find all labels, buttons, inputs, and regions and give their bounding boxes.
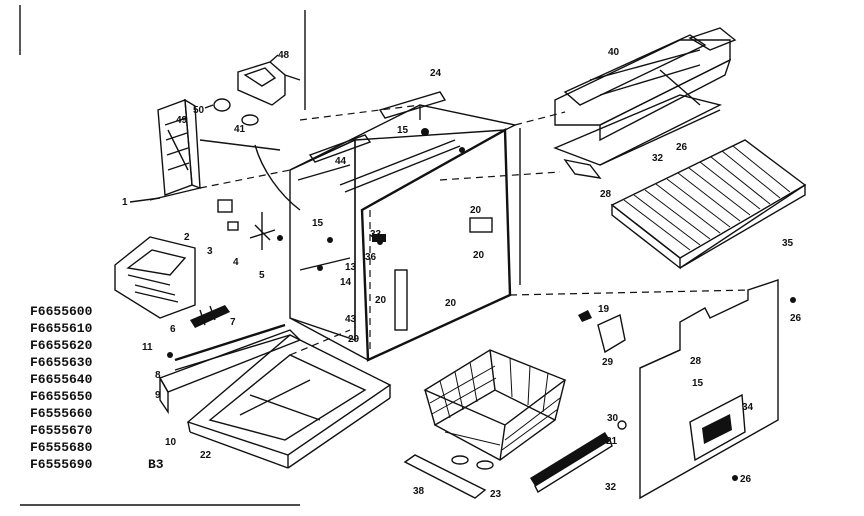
model-number: F6555680 <box>30 440 93 455</box>
callout: 30 <box>607 413 619 424</box>
callout: 26 <box>676 142 688 153</box>
callout: 11 <box>142 342 153 353</box>
callout: 5 <box>259 270 265 281</box>
guide-line <box>299 104 421 121</box>
callout: 20 <box>445 298 457 309</box>
callout: 20 <box>473 250 485 261</box>
model-number: F6655650 <box>30 389 93 404</box>
part-evaporator-40 <box>554 27 737 142</box>
callout: 28 <box>600 189 612 200</box>
model-number-list: F6655600 F6655610 F6655620 F6655630 F665… <box>30 304 164 472</box>
model-number: F6555670 <box>30 423 93 438</box>
callout: 29 <box>602 357 614 368</box>
callout: 8 <box>155 370 161 381</box>
callout: 15 <box>397 125 409 136</box>
callout: 28 <box>690 356 702 367</box>
callout: 15 <box>312 218 324 229</box>
callout: 44 <box>335 156 347 167</box>
callout: 41 <box>234 124 246 135</box>
part-bracket-29 <box>578 310 626 354</box>
part-back-panel-32 <box>639 279 796 500</box>
guide-line <box>509 289 751 296</box>
callout: 1 <box>122 197 128 208</box>
callout: 20 <box>375 295 387 306</box>
wire-line <box>254 144 301 211</box>
wire-line <box>199 139 281 151</box>
callout: 2 <box>184 232 190 243</box>
part-control-housing-48 <box>237 54 301 106</box>
callout: 3 <box>207 246 213 257</box>
callout: 36 <box>365 252 377 263</box>
model-number: F6655630 <box>30 355 93 370</box>
model-number: F6555660 <box>30 406 93 421</box>
callout: 43 <box>345 314 357 325</box>
part-drain-trough-33 <box>553 94 723 179</box>
callout: 9 <box>155 390 161 401</box>
model-number: F6555690 <box>30 457 93 472</box>
model-suffix: B3 <box>148 457 164 472</box>
callout: 35 <box>782 238 794 249</box>
callout: 21 <box>606 436 618 447</box>
callout: 4 <box>233 257 239 268</box>
part-door-rail <box>158 323 302 415</box>
callout: 23 <box>490 489 502 500</box>
part-bar-38 <box>403 454 487 499</box>
callout: 26 <box>790 313 802 324</box>
callout: 19 <box>598 304 610 315</box>
guide-line <box>439 171 561 181</box>
callout: 15 <box>692 378 704 389</box>
callout: 26 <box>740 474 752 485</box>
callout: 48 <box>278 50 290 61</box>
callout: 14 <box>340 277 352 288</box>
model-number: F6655610 <box>30 321 93 336</box>
callout: 22 <box>200 450 212 461</box>
part-wire-basket-23 <box>423 349 567 470</box>
guide-line <box>514 111 566 126</box>
callout: 34 <box>742 402 754 413</box>
part-crisper-drawer-6 <box>114 236 196 319</box>
part-roller-7 <box>190 305 230 328</box>
part-rail-31 <box>530 420 627 493</box>
callout: 6 <box>170 324 176 335</box>
callout: 24 <box>430 68 442 79</box>
callout: 32 <box>652 153 664 164</box>
guide-line <box>199 169 291 189</box>
callout: 38 <box>413 486 425 497</box>
callout: 33 <box>370 229 382 240</box>
model-number: F6655620 <box>30 338 93 353</box>
callout: 29 <box>348 334 360 345</box>
callout: 49 <box>176 115 188 126</box>
callout: 32 <box>605 482 617 493</box>
callout: 10 <box>165 437 177 448</box>
callout: 40 <box>608 47 620 58</box>
part-thermostat-knob <box>204 98 259 126</box>
model-number: F6655600 <box>30 304 93 319</box>
callout: 50 <box>193 105 205 116</box>
callout: 13 <box>345 262 357 273</box>
callout: 20 <box>470 205 482 216</box>
callout: 7 <box>230 317 236 328</box>
part-small-hardware <box>217 199 283 250</box>
callout-labels: 1 2 3 4 5 6 7 8 9 10 11 13 14 15 15 15 1… <box>122 47 802 500</box>
model-number: F6655640 <box>30 372 93 387</box>
part-shelf-35 <box>610 139 807 270</box>
part-drip-tray-22 <box>186 329 392 469</box>
